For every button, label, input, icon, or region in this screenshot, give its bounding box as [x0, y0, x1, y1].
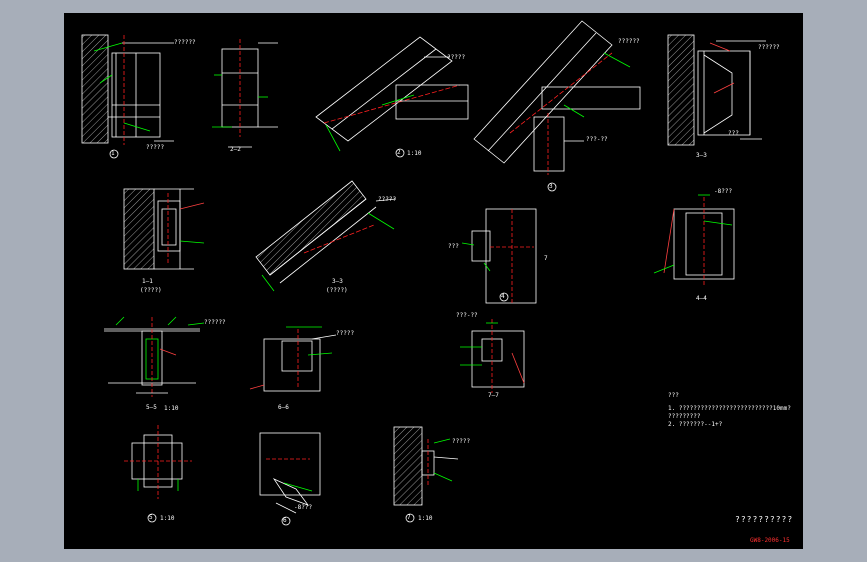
- section-label-1-1: 1—1: [142, 278, 153, 285]
- callout-h: ?????: [378, 196, 397, 203]
- callout-m: ???-??: [456, 312, 478, 319]
- callout-c: ?????: [447, 54, 466, 61]
- callout-i: ???: [448, 243, 459, 250]
- detail-2-drawing: [315, 36, 469, 152]
- detail-mark-6: 6: [283, 517, 287, 524]
- section-label-4-4: 4—4: [696, 295, 707, 302]
- section-2-2-drawing: [212, 39, 278, 148]
- callout-d: ??????: [618, 38, 640, 45]
- section-label-hatched: 3—3: [332, 278, 343, 285]
- section-label-3-3: 3—3: [696, 152, 707, 159]
- notes-line-2: 2. ???????--1+?: [668, 421, 723, 428]
- section-1-1-drawing: [123, 188, 205, 270]
- detail-hatched-slab-drawing: [255, 180, 397, 292]
- callout-j: -8???: [714, 188, 733, 195]
- detail-7-drawing: [393, 426, 459, 506]
- detail-5-scale: 1:10: [160, 515, 175, 522]
- callout-k: ??????: [204, 319, 226, 326]
- detail-mark-circles: [109, 148, 557, 526]
- callout-o: -8???: [294, 504, 313, 511]
- notes-heading: ???: [668, 392, 679, 399]
- section-label-7-7: 7—7: [488, 392, 499, 399]
- detail-mark-3: 3: [549, 183, 553, 190]
- notes-line-1: 1. ??????????????????????????10mm?: [668, 405, 791, 412]
- section-1-1-sub: (????): [140, 287, 162, 294]
- drawing-canvas[interactable]: 1 2 1:10 3 4 5 1:10 6 7 1:10 2—2 3—3 1—1…: [64, 13, 803, 549]
- callout-a: ??????: [174, 39, 196, 46]
- section-label-2-2: 2—2: [230, 146, 241, 153]
- detail-7-scale: 1:10: [418, 515, 433, 522]
- section-7-7-drawing: [460, 319, 525, 393]
- section-6-6-drawing: [249, 326, 337, 392]
- detail-2-scale: 1:10: [407, 150, 422, 157]
- section-5-5-drawing: [104, 316, 205, 397]
- drawing-title: ??????????: [735, 515, 794, 524]
- dim-7: 7: [544, 255, 548, 262]
- callout-l: ?????: [336, 330, 355, 337]
- notes-line-1b: ?????????: [668, 413, 701, 420]
- detail-5-drawing: [124, 425, 192, 499]
- callout-g: ???: [728, 130, 739, 137]
- callout-f: ??????: [758, 44, 780, 51]
- detail-6-drawing: [259, 432, 321, 514]
- section-4-4-drawing: [653, 194, 735, 285]
- callout-b: ?????: [146, 144, 165, 151]
- section-5-5-scale: 1:10: [164, 405, 179, 412]
- callout-n: ?????: [452, 438, 471, 445]
- section-3-3-drawing: [667, 34, 766, 146]
- callout-e: ???-??: [586, 136, 608, 143]
- detail-3-drawing: [473, 20, 641, 175]
- detail-mark-7: 7: [407, 514, 411, 521]
- section-label-5-5: 5—5: [146, 404, 157, 411]
- drawing-sheet: [81, 20, 766, 526]
- drawing-number: GW8-2006-15: [750, 537, 790, 544]
- section-label-6-6: 6—6: [278, 404, 289, 411]
- detail-mark-2: 2: [397, 149, 401, 156]
- detail-mark-4: 4: [501, 293, 505, 300]
- detail-mark-5: 5: [149, 514, 153, 521]
- detail-mark-1: 1: [111, 150, 115, 157]
- detail-4-drawing: [461, 208, 537, 304]
- section-hatched-sub: (????): [326, 287, 348, 294]
- detail-1-drawing: [81, 34, 174, 145]
